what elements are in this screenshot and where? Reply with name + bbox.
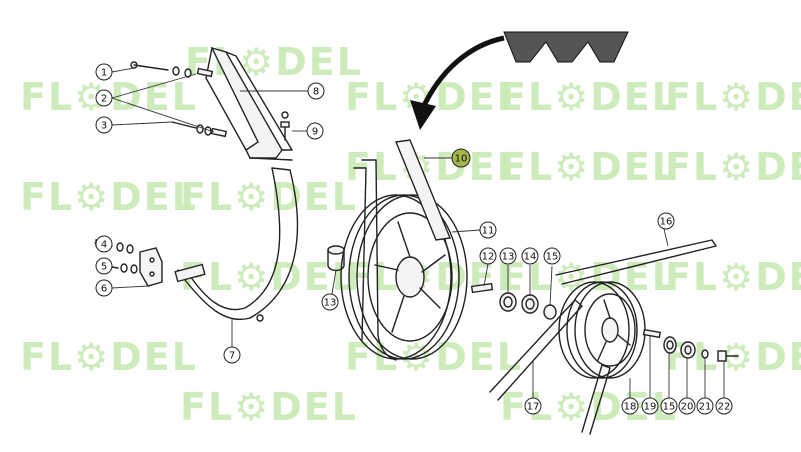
bracket-assembly [130, 46, 293, 161]
callout-6[interactable]: 6 [95, 279, 113, 297]
callout-1[interactable]: 1 [95, 63, 113, 81]
callout-4[interactable]: 4 [95, 235, 113, 253]
watermark: FL⚙DEL [665, 255, 801, 299]
watermark: FL⚙DEL [180, 255, 358, 299]
callout-12[interactable]: 12 [479, 247, 497, 265]
callout-label: 6 [101, 284, 107, 295]
callout-label: 19 [644, 402, 657, 413]
callouts: 1 2 3 4 5 6 7 8 9 10 11 12 13 13 14 15 1… [95, 63, 733, 415]
callout-21[interactable]: 21 [696, 397, 714, 415]
watermark: FL⚙DEL [345, 75, 523, 119]
callout-label: 15 [546, 252, 559, 263]
watermark: FL⚙DEL [20, 175, 198, 219]
watermark: FL⚙DEL [20, 335, 198, 379]
watermark: FL⚙DEL [665, 145, 801, 189]
large-pulley [340, 139, 468, 361]
callout-label: 14 [524, 252, 537, 263]
callout-label: 15 [663, 402, 676, 413]
callout-label: 18 [624, 402, 637, 413]
callout-13-right[interactable]: 13 [499, 247, 517, 265]
callout-19[interactable]: 19 [641, 397, 659, 415]
callout-label: 22 [718, 402, 731, 413]
shaft-parts [470, 282, 557, 320]
callout-label: 4 [101, 240, 107, 251]
callout-8[interactable]: 8 [307, 82, 325, 100]
watermark: FL⚙DEL [180, 175, 358, 219]
callout-14[interactable]: 14 [521, 247, 539, 265]
callout-label: 10 [455, 154, 468, 165]
callout-5[interactable]: 5 [95, 257, 113, 275]
callout-label: 9 [312, 127, 318, 138]
watermark: FL⚙DEL [500, 75, 678, 119]
watermark: FL⚙DEL [345, 255, 523, 299]
callout-3[interactable]: 3 [95, 116, 113, 134]
callout-22[interactable]: 22 [715, 397, 733, 415]
callout-label: 13 [324, 298, 337, 309]
callout-2[interactable]: 2 [95, 89, 113, 107]
watermark: FL⚙DEL [345, 145, 523, 189]
callout-13-left[interactable]: 13 [321, 293, 339, 311]
callout-label: 1 [101, 68, 107, 79]
callout-11[interactable]: 11 [479, 221, 497, 239]
callout-20[interactable]: 20 [678, 397, 696, 415]
callout-label: 3 [101, 121, 107, 132]
callout-label: 17 [527, 402, 540, 413]
callout-label: 13 [502, 252, 515, 263]
callout-10[interactable]: 10 [451, 148, 471, 168]
callout-16[interactable]: 16 [657, 212, 675, 230]
belt-section-callout [410, 31, 629, 130]
leader-lines [96, 67, 725, 398]
watermark-layer: FL⚙DEL FL⚙DEL FL⚙DEL FL⚙DEL FL⚙DEL FL⚙DE… [20, 40, 801, 429]
callout-label: 7 [229, 351, 235, 362]
callout-label: 11 [482, 226, 495, 237]
callout-label: 20 [681, 402, 694, 413]
watermark: FL⚙DEL [345, 335, 523, 379]
watermark: FL⚙DEL [500, 145, 678, 189]
callout-label: 8 [313, 87, 319, 98]
watermark: FL⚙DEL [185, 40, 363, 84]
small-pulley [489, 239, 717, 435]
callout-15-top[interactable]: 15 [543, 247, 561, 265]
callout-label: 21 [699, 402, 712, 413]
belt-guard-strap [174, 167, 299, 322]
callout-label: 12 [482, 252, 495, 263]
callout-17[interactable]: 17 [524, 397, 542, 415]
callout-label: 2 [101, 94, 107, 105]
callout-label: 5 [101, 262, 107, 273]
callout-15-bottom[interactable]: 15 [660, 397, 678, 415]
callout-7[interactable]: 7 [223, 346, 241, 364]
callout-18[interactable]: 18 [621, 397, 639, 415]
watermark: FL⚙DEL [180, 385, 358, 429]
callout-label: 16 [660, 217, 673, 228]
callout-9[interactable]: 9 [306, 122, 324, 140]
watermark: FL⚙DEL [665, 75, 801, 119]
